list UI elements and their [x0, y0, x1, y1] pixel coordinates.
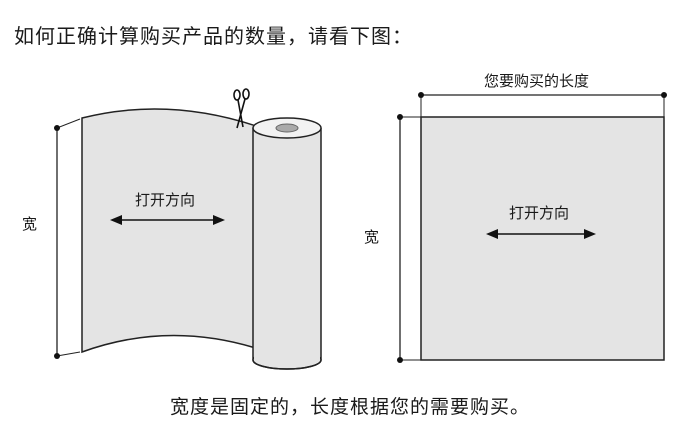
sheet-direction-label: 打开方向: [509, 204, 570, 222]
sheet-direction-arrow: [486, 229, 596, 239]
roll-direction-label: 打开方向: [135, 191, 196, 209]
roll-direction-arrow: [110, 215, 225, 225]
sheet-width-label: 宽: [364, 228, 380, 246]
scissors-icon: [233, 88, 250, 129]
unrolled-sheet: [81, 108, 263, 354]
page-title: 如何正确计算购买产品的数量，请看下图：: [14, 24, 413, 48]
roll-cylinder: [253, 128, 321, 360]
sheet-rectangle: [420, 116, 665, 361]
footer-note: 宽度是固定的，长度根据您的需要购买。: [169, 396, 530, 418]
roll-core-hole: [275, 123, 299, 133]
sheet-length-label: 您要购买的长度: [484, 72, 590, 90]
roll-width-label: 宽: [22, 215, 38, 233]
sheet-figure: [397, 92, 667, 363]
roll-figure: [54, 88, 322, 370]
